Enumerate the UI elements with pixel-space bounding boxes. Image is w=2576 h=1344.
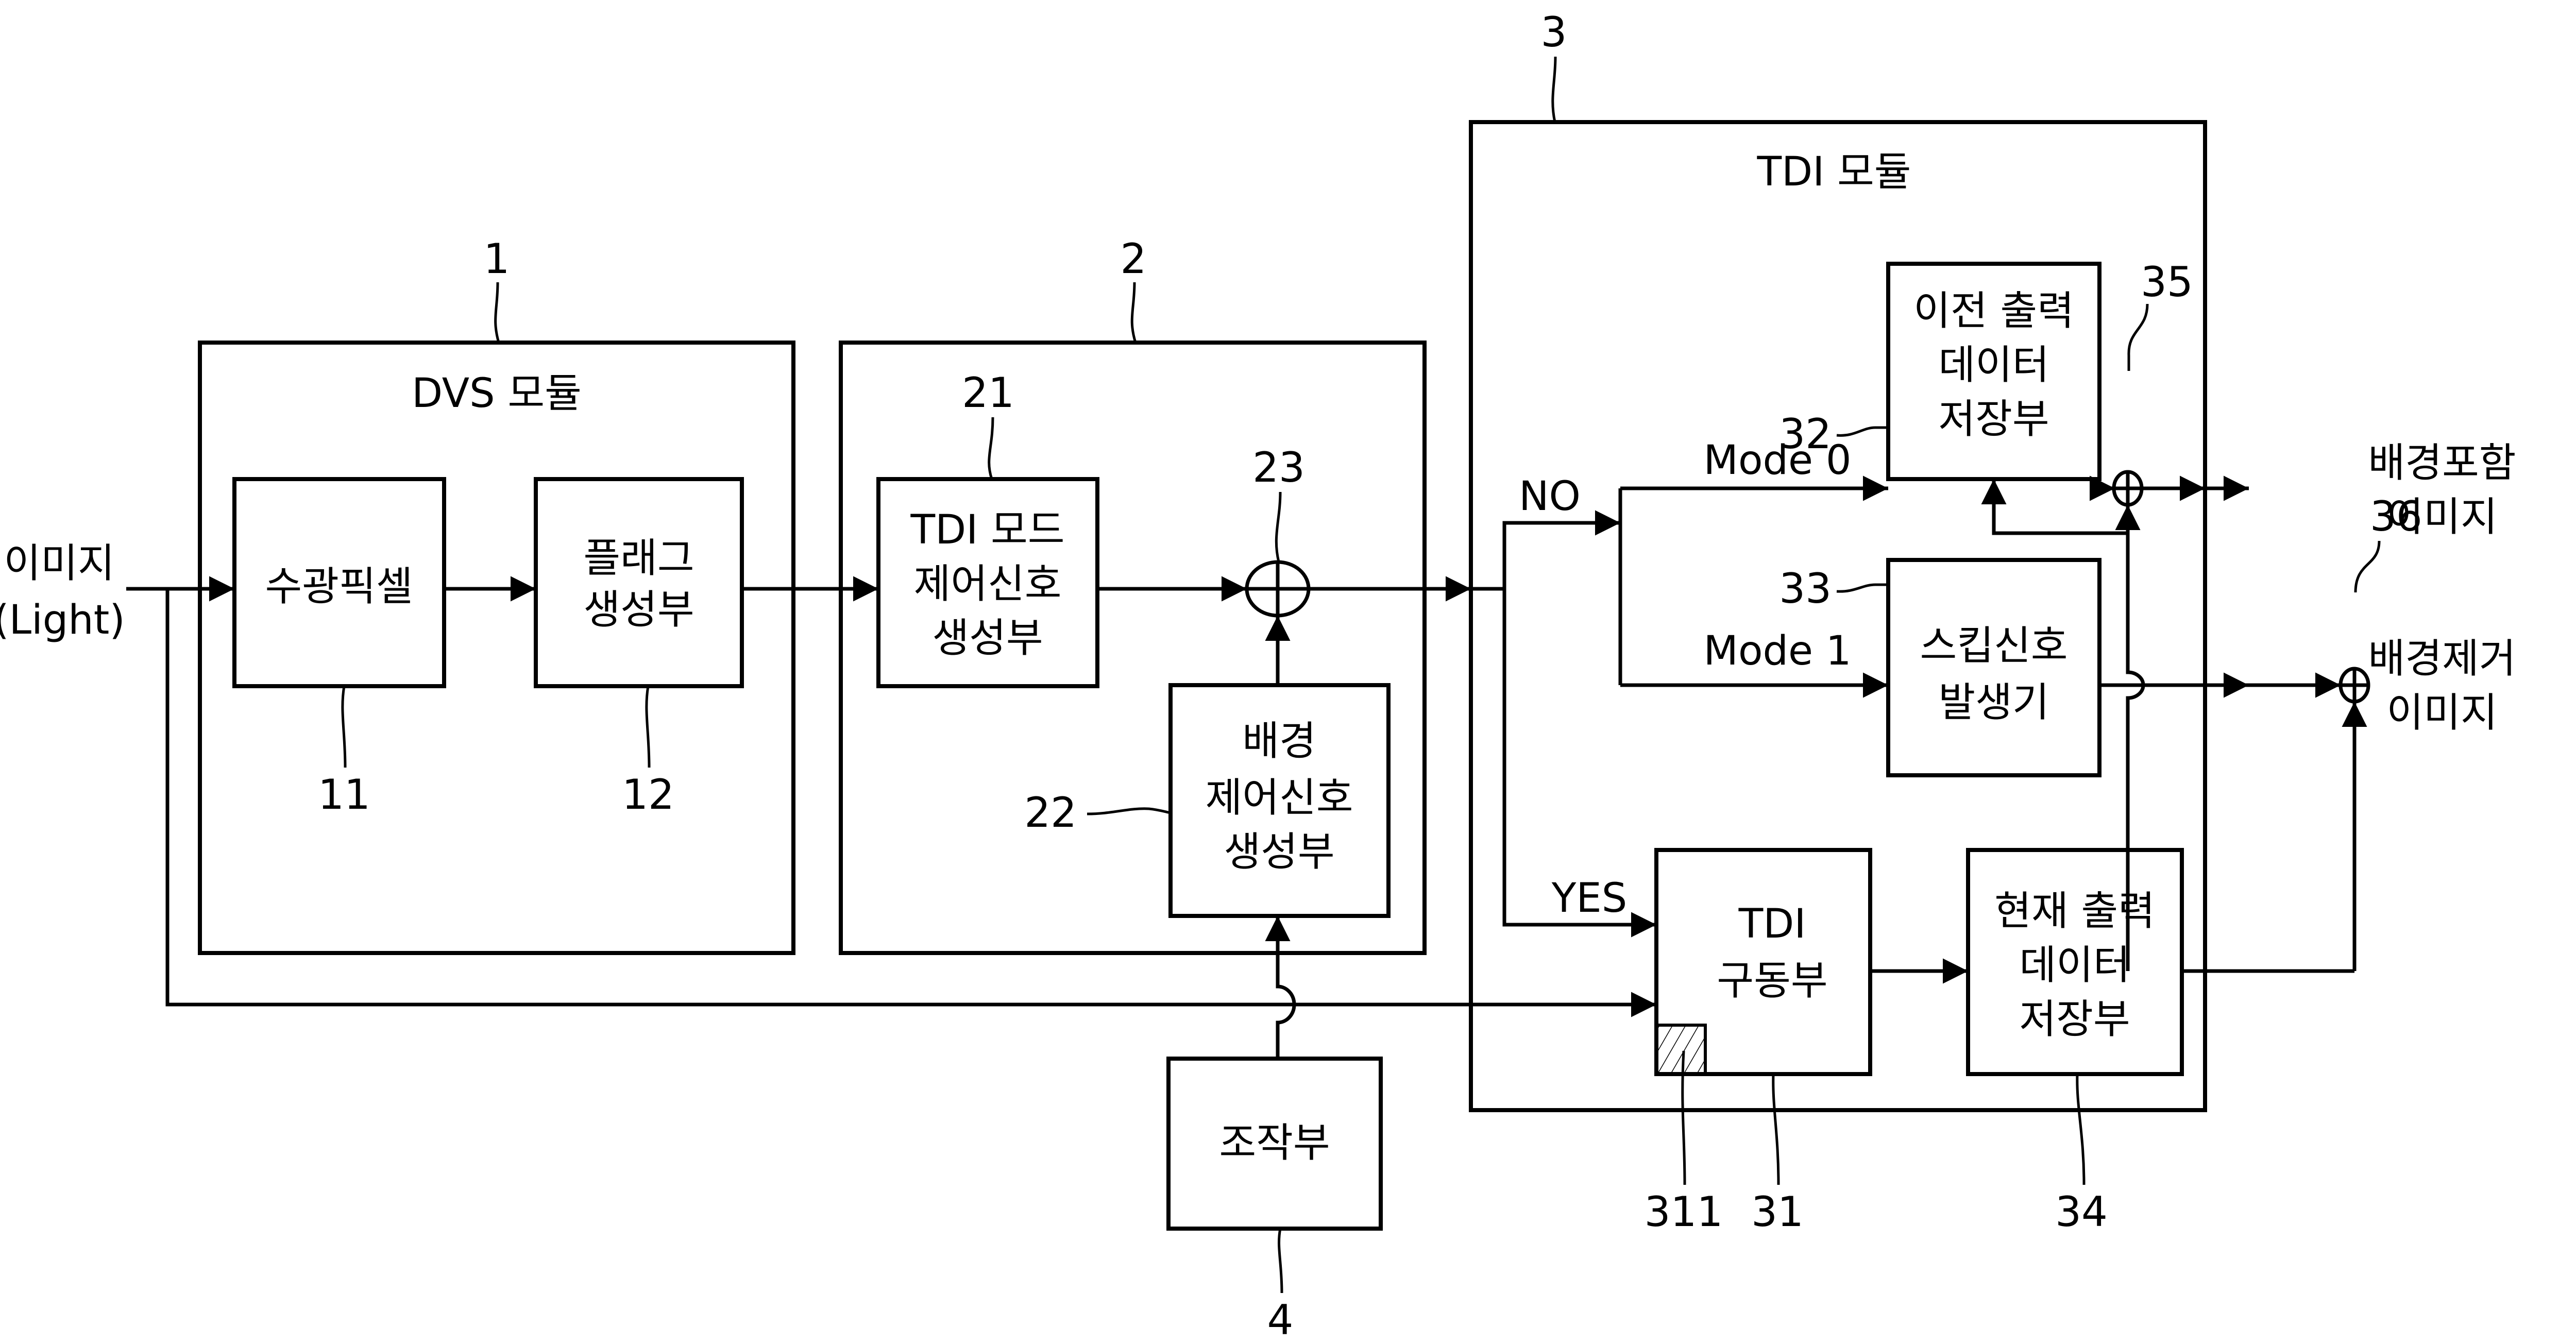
- leader-2: [1130, 282, 1137, 343]
- block-tdi-mode-line2: 제어신호: [913, 561, 1061, 607]
- leader-21: [988, 417, 994, 480]
- dvs-module-frame: [198, 341, 795, 955]
- leader-11: [341, 686, 347, 768]
- block-32-line3: 저장부: [1938, 396, 2049, 443]
- output-with-bg-line2: 이미지: [2386, 494, 2497, 540]
- leader-35: [2127, 303, 2149, 371]
- ref-23: 23: [1252, 444, 1305, 491]
- block-32-line1: 이전 출력: [1913, 288, 2074, 334]
- ref-1: 1: [484, 235, 510, 283]
- leader-33: [1836, 583, 1888, 593]
- input-label-line2: (Light): [0, 597, 125, 643]
- block-prev-output-store: [1886, 262, 2102, 481]
- label-yes: YES: [1551, 875, 1627, 922]
- block-manipulator: [1166, 1057, 1383, 1231]
- block-31-line2: 구동부: [1717, 958, 1827, 1004]
- control-module-frame: [839, 341, 1427, 955]
- bypass-line: [165, 589, 1262, 1007]
- ref-11: 11: [318, 771, 370, 819]
- leader-34: [2076, 1074, 2086, 1185]
- input-label-line1: 이미지: [4, 540, 114, 587]
- block-manipulator-label: 조작부: [1219, 1120, 1330, 1166]
- block-bg-line3: 생성부: [1224, 829, 1334, 875]
- label-no: NO: [1519, 473, 1581, 520]
- leader-32: [1836, 426, 1888, 437]
- output-with-bg-line1: 배경포함: [2368, 440, 2516, 486]
- leader-36: [2354, 540, 2381, 593]
- ref-36: 36: [2370, 492, 2422, 540]
- tdi-module-title: TDI 모듈: [1756, 149, 1911, 195]
- block-33-line2: 발생기: [1938, 679, 2049, 726]
- ref-22: 22: [1024, 789, 1077, 837]
- dvs-module-title: DVS 모듈: [412, 370, 582, 417]
- output-bg-removed-line2: 이미지: [2386, 690, 2497, 736]
- label-mode0: Mode 0: [1704, 437, 1852, 484]
- ref-3: 3: [1541, 8, 1567, 56]
- label-mode1: Mode 1: [1704, 628, 1852, 674]
- block-32-line2: 데이터: [1938, 342, 2049, 388]
- block-curr-output-store: [1966, 848, 2184, 1076]
- leader-3: [1551, 56, 1557, 123]
- leader-1: [494, 282, 500, 343]
- block-bg-line2: 제어신호: [1205, 775, 1353, 821]
- block-31-line1: TDI: [1738, 901, 1806, 947]
- block-tdi-mode-line1: TDI 모드: [910, 507, 1064, 553]
- leader-31: [1772, 1074, 1780, 1185]
- ref-21: 21: [962, 369, 1014, 417]
- block-flag-gen-line2: 생성부: [583, 587, 694, 633]
- block-bg-line1: 배경: [1242, 718, 1316, 764]
- output-bg-removed-line1: 배경제거: [2368, 636, 2516, 682]
- block-flag-gen-line1: 플래그: [583, 535, 694, 582]
- ref-33: 33: [1779, 565, 1832, 613]
- tdi-module-frame: [1469, 120, 2207, 1112]
- ref-31: 31: [1751, 1188, 1804, 1236]
- ref-4: 4: [1267, 1296, 1294, 1344]
- block-33-line1: 스킵신호: [1920, 623, 2067, 669]
- leader-22: [1087, 807, 1171, 815]
- feedback-to-32: [1981, 479, 2128, 535]
- block-tdi-mode-line3: 생성부: [932, 615, 1043, 661]
- ref-2: 2: [1121, 235, 1147, 283]
- block-flag-gen: [534, 477, 744, 688]
- block-skip-signal-gen: [1886, 558, 2102, 777]
- ref-12: 12: [622, 771, 674, 819]
- leader-12: [645, 686, 651, 768]
- yes-branch: [1502, 589, 1656, 938]
- block-311-hatched: [1655, 1024, 1707, 1076]
- block-bg-ctrl: [1168, 683, 1391, 918]
- leader-311: [1681, 1050, 1686, 1185]
- block-tdi-mode-ctrl: [876, 477, 1099, 688]
- leader-4: [1278, 1228, 1283, 1294]
- ref-34: 34: [2055, 1188, 2108, 1236]
- ref-35: 35: [2141, 258, 2193, 306]
- arrow-manipulator-to-bg: [1265, 916, 1296, 1059]
- ref-32: 32: [1779, 410, 1832, 458]
- ref-311: 311: [1645, 1188, 1723, 1236]
- leader-23: [1275, 491, 1282, 563]
- block-34-line3: 저장부: [2019, 996, 2130, 1043]
- block-light-pixel-label: 수광픽셀: [265, 564, 413, 610]
- block-34-line2: 데이터: [2019, 942, 2130, 989]
- no-branch: [1502, 510, 1620, 589]
- block-light-pixel: [232, 477, 446, 688]
